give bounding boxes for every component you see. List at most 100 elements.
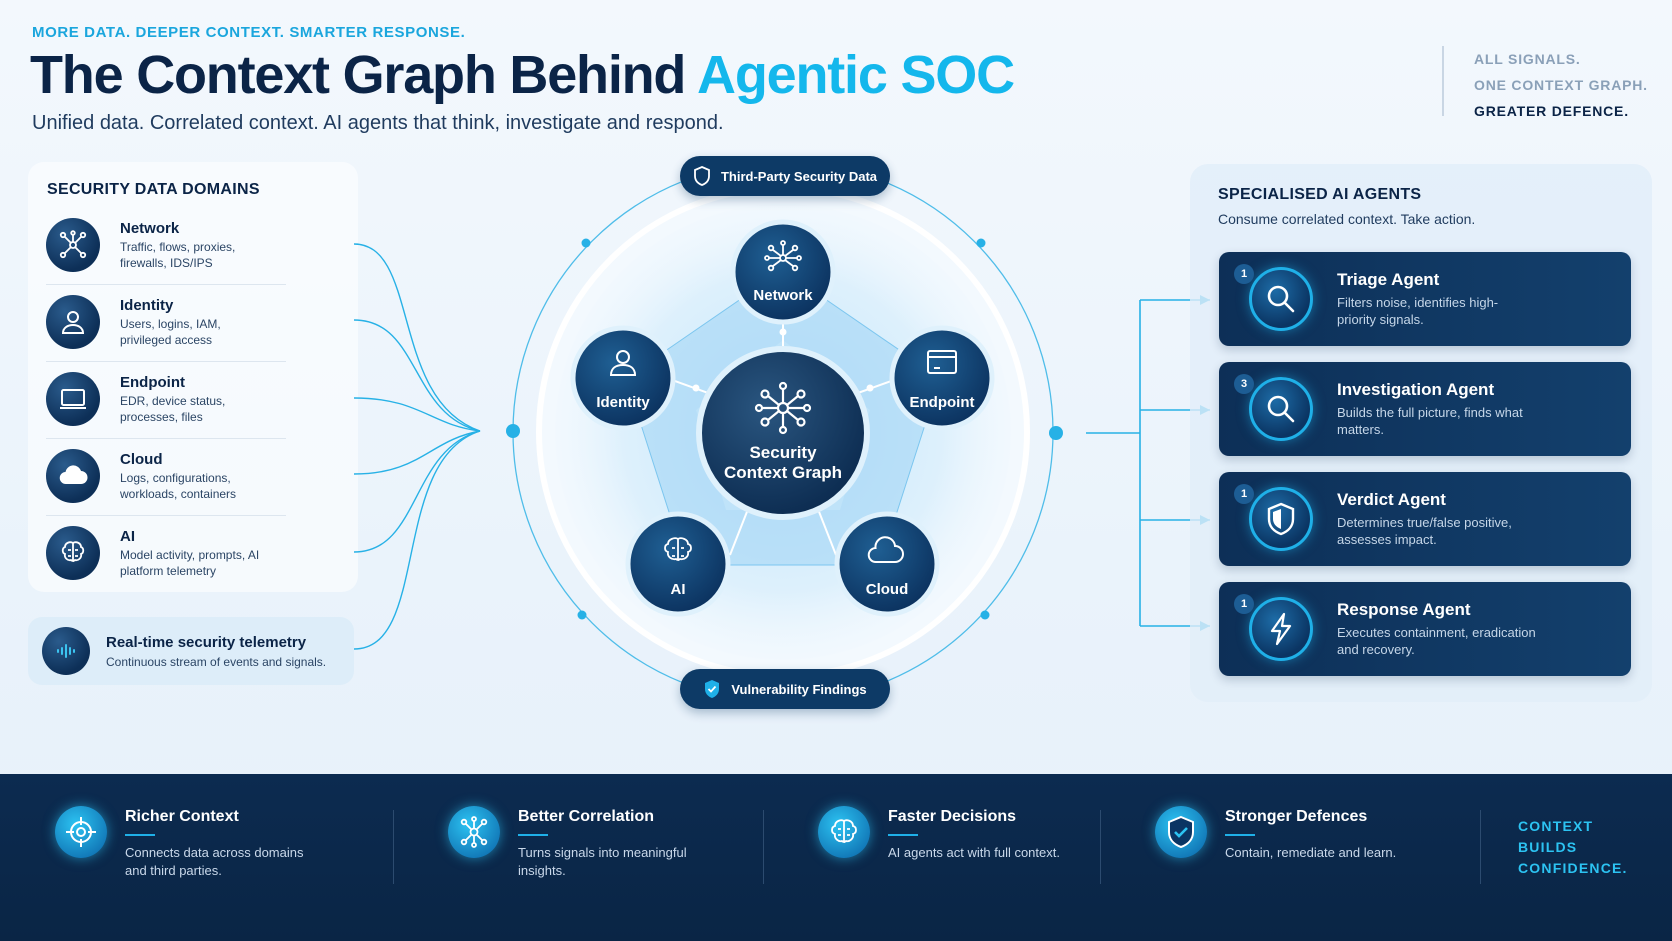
footer-benefits-bar bbox=[0, 774, 1672, 941]
domain-name: Endpoint bbox=[120, 374, 185, 391]
pill-label: Vulnerability Findings bbox=[731, 681, 867, 697]
domain-desc: Traffic, flows, proxies, firewalls, IDS/… bbox=[120, 240, 236, 270]
divider bbox=[46, 515, 286, 516]
agent-badge: 1 bbox=[1234, 594, 1254, 614]
telemetry-name: Real-time security telemetry bbox=[106, 633, 307, 651]
core-label: Security Context Graph bbox=[703, 443, 863, 483]
domain-name: Network bbox=[120, 220, 180, 237]
agent-badge: 3 bbox=[1234, 374, 1254, 394]
domain-connectors bbox=[353, 243, 481, 650]
divider bbox=[46, 361, 286, 362]
benefit-name: Stronger Defences bbox=[1225, 808, 1368, 825]
agent-desc: Executes containment, eradication and re… bbox=[1337, 625, 1536, 657]
closing-statement: CONTEXT BUILDS CONFIDENCE. bbox=[1518, 816, 1628, 879]
node-cloud-label: Cloud bbox=[865, 581, 909, 598]
benefit-underline bbox=[518, 834, 548, 836]
agent-name: Investigation Agent bbox=[1337, 380, 1495, 399]
orbit-dots bbox=[506, 238, 1063, 620]
domain-name: Identity bbox=[120, 297, 174, 314]
benefit-desc: Contain, remediate and learn. bbox=[1225, 845, 1397, 860]
cloud-icon bbox=[46, 449, 100, 503]
closing-line-1: CONTEXT bbox=[1518, 818, 1594, 834]
domain-name: AI bbox=[120, 528, 135, 545]
benefit-underline bbox=[1225, 834, 1255, 836]
page-subtitle: Unified data. Correlated context. AI age… bbox=[32, 112, 724, 134]
benefit-desc: AI agents act with full context. bbox=[888, 845, 1060, 860]
eyebrow-text: MORE DATA. DEEPER CONTEXT. SMARTER RESPO… bbox=[32, 24, 466, 41]
domain-desc: Logs, configurations, workloads, contain… bbox=[120, 471, 237, 501]
benefit-underline bbox=[888, 834, 918, 836]
benefit-name: Faster Decisions bbox=[888, 808, 1017, 825]
search-icon bbox=[1249, 377, 1313, 441]
lightning-icon bbox=[1249, 597, 1313, 661]
closing-line-3: CONFIDENCE. bbox=[1518, 860, 1628, 876]
node-network-label: Network bbox=[753, 287, 813, 304]
network-icon bbox=[448, 806, 500, 858]
domain-ai[interactable]: AI Model activity, prompts, AI platform t… bbox=[46, 526, 306, 596]
divider bbox=[46, 438, 286, 439]
brain-icon bbox=[46, 526, 100, 580]
benefit-name: Richer Context bbox=[125, 808, 239, 825]
page-title: The Context Graph Behind Agentic SOC bbox=[30, 44, 1015, 106]
network-icon bbox=[46, 218, 100, 272]
benefit-desc: Connects data across domains and third p… bbox=[125, 845, 304, 878]
target-icon bbox=[55, 806, 107, 858]
footer-divider bbox=[393, 810, 394, 884]
domains-title: SECURITY DATA DOMAINS bbox=[47, 181, 260, 198]
search-icon bbox=[1249, 267, 1313, 331]
laptop-icon bbox=[46, 372, 100, 426]
domain-desc: Model activity, prompts, AI platform tel… bbox=[120, 548, 260, 578]
shield-icon bbox=[694, 166, 710, 186]
realtime-telemetry-card[interactable]: Real-time security telemetry Continuous … bbox=[28, 617, 354, 685]
agent-desc: Builds the full picture, finds what matt… bbox=[1337, 405, 1523, 437]
closing-line-2: BUILDS bbox=[1518, 839, 1578, 855]
shield-check-icon bbox=[1155, 806, 1207, 858]
shield-check-icon bbox=[705, 680, 720, 698]
tagline-line-2: ONE CONTEXT GRAPH. bbox=[1474, 77, 1648, 93]
pill-label: Third-Party Security Data bbox=[720, 168, 878, 184]
agent-desc: Determines true/false positive, assesses… bbox=[1337, 515, 1512, 547]
title-accent: Agentic SOC bbox=[697, 45, 1015, 105]
agent-badge: 1 bbox=[1234, 484, 1254, 504]
core-label-line-1: Security bbox=[749, 443, 817, 462]
agents-title: SPECIALISED AI AGENTS bbox=[1218, 186, 1422, 203]
footer-divider bbox=[1100, 810, 1101, 884]
agent-badge: 1 bbox=[1234, 264, 1254, 284]
core-label-line-2: Context Graph bbox=[723, 463, 843, 482]
agent-name: Verdict Agent bbox=[1337, 490, 1446, 509]
node-ai-label: AI bbox=[670, 581, 686, 598]
brain-icon bbox=[818, 806, 870, 858]
agent-desc: Filters noise, identifies high-priority … bbox=[1337, 295, 1499, 327]
benefit-faster-decisions: Faster Decisions AI agents act with full … bbox=[818, 806, 1088, 862]
benefit-name: Better Correlation bbox=[518, 808, 655, 825]
user-icon bbox=[46, 295, 100, 349]
node-identity-label: Identity bbox=[596, 394, 650, 411]
agent-name: Response Agent bbox=[1337, 600, 1471, 619]
telemetry-desc: Continuous stream of events and signals. bbox=[106, 654, 327, 669]
shield-icon bbox=[1249, 487, 1313, 551]
benefit-underline bbox=[125, 834, 155, 836]
domain-desc: EDR, device status, processes, files bbox=[120, 394, 226, 424]
domain-desc: Users, logins, IAM, privileged access bbox=[120, 317, 221, 347]
title-main: The Context Graph Behind bbox=[30, 45, 698, 105]
footer-divider bbox=[1480, 810, 1481, 884]
context-graph-diagram bbox=[353, 161, 1210, 703]
agents-subtitle: Consume correlated context. Take action. bbox=[1218, 211, 1476, 227]
core-network-icon bbox=[754, 381, 812, 435]
domain-name: Cloud bbox=[120, 451, 163, 468]
vulnerability-findings-pill[interactable]: Vulnerability Findings bbox=[680, 669, 890, 709]
tagline-line-1: ALL SIGNALS. bbox=[1474, 51, 1581, 67]
third-party-security-data-pill[interactable]: Third-Party Security Data bbox=[680, 156, 890, 196]
node-endpoint-label: Endpoint bbox=[909, 394, 975, 411]
